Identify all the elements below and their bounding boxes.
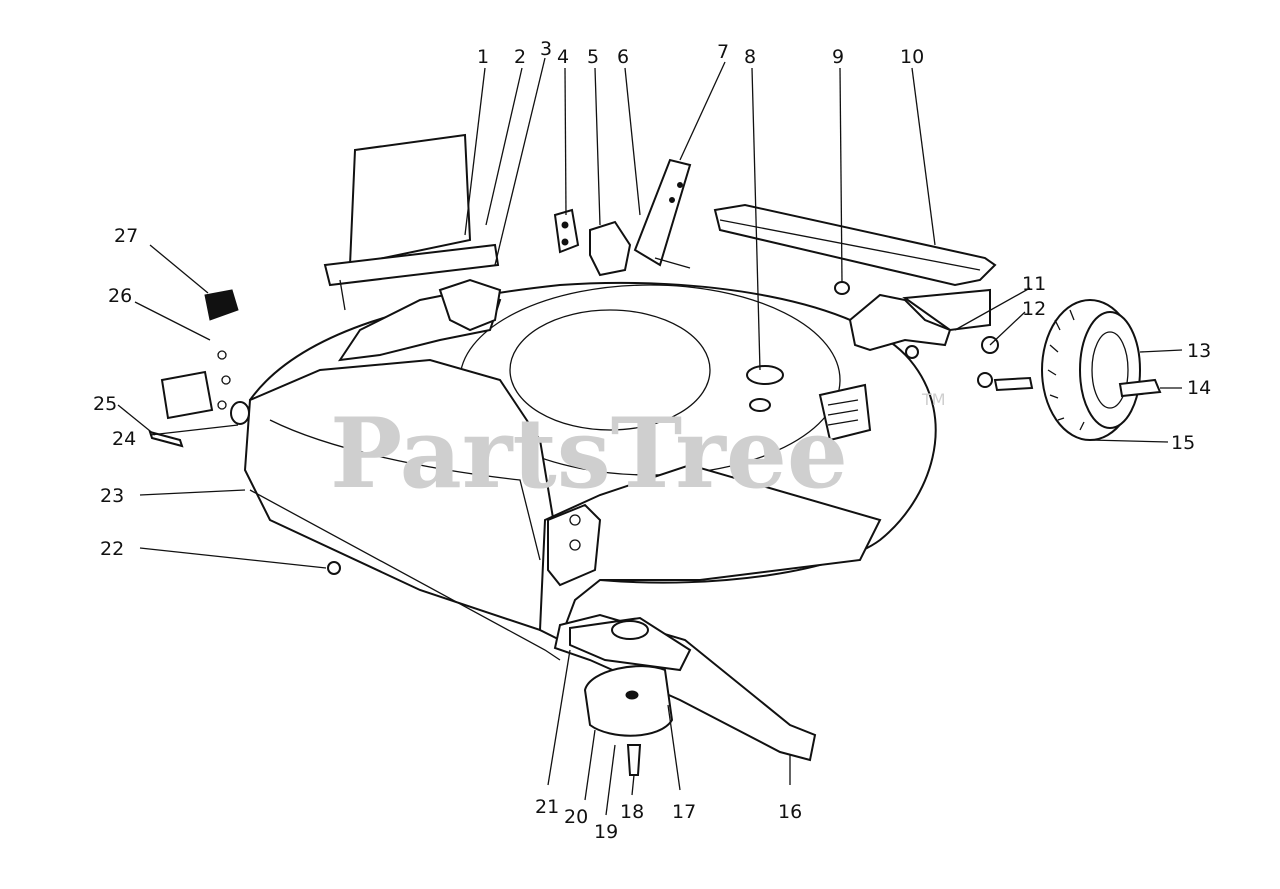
leader-lines: [117, 57, 1183, 816]
callout-16: 16: [778, 801, 802, 823]
callout-17: 17: [672, 801, 696, 823]
callout-1: 1: [477, 46, 489, 68]
handle-brackets: [553, 158, 692, 277]
callout-13: 13: [1187, 340, 1211, 362]
callout-27: 27: [114, 225, 138, 247]
callout-23: 23: [100, 485, 124, 507]
callout-24: 24: [112, 428, 136, 450]
blade-assembly: [327, 561, 817, 776]
callout-19: 19: [594, 821, 618, 843]
callout-4: 4: [557, 46, 569, 68]
callout-8: 8: [744, 46, 756, 68]
rear-wheel: [905, 299, 1162, 441]
callout-labels: 1 2 3 4 5 6 7 8 9 10 11 12 13 14 15 16 1…: [93, 38, 1211, 843]
callout-22: 22: [100, 538, 124, 560]
callout-21: 21: [535, 796, 559, 818]
chute-door: [323, 133, 500, 311]
callout-26: 26: [108, 285, 132, 307]
rear-baffle: [713, 203, 997, 287]
mower-deck: [243, 278, 991, 661]
callout-10: 10: [900, 46, 924, 68]
callout-2: 2: [514, 46, 526, 68]
callout-20: 20: [564, 806, 588, 828]
callout-3: 3: [540, 38, 552, 60]
callout-18: 18: [620, 801, 644, 823]
callout-7: 7: [717, 41, 729, 63]
callout-6: 6: [617, 46, 629, 68]
callout-11: 11: [1022, 273, 1046, 295]
callout-25: 25: [93, 393, 117, 415]
watermark-text: PartsTree: [330, 397, 848, 510]
callout-15: 15: [1171, 432, 1195, 454]
callout-5: 5: [587, 46, 599, 68]
callout-12: 12: [1022, 298, 1046, 320]
fuel-cap: [746, 365, 784, 412]
left-side-parts: [148, 289, 250, 448]
bolt-9: [834, 281, 850, 295]
callout-14: 14: [1187, 377, 1211, 399]
watermark-trademark: TM: [921, 390, 946, 409]
callout-9: 9: [832, 46, 844, 68]
